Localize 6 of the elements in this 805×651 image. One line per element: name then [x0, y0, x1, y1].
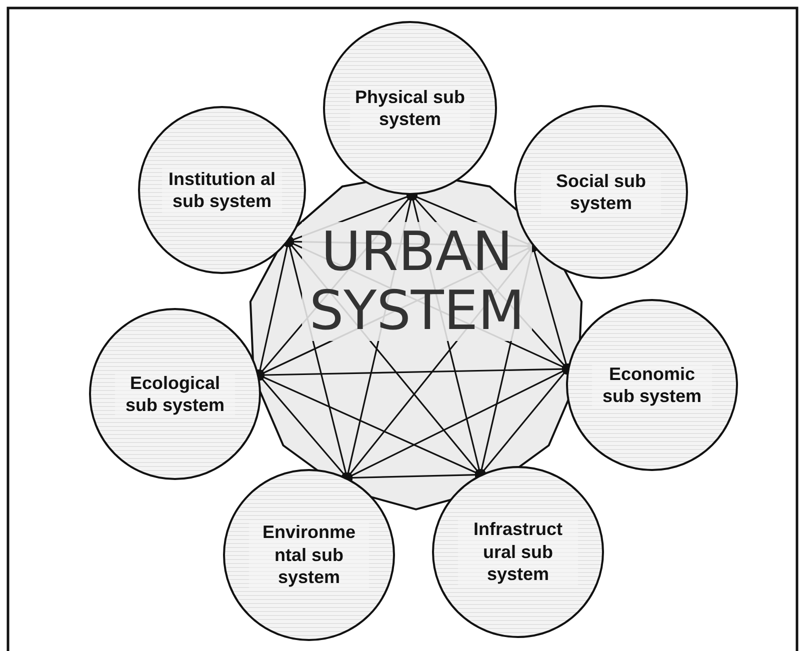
central-title: URBAN SYSTEM — [302, 222, 532, 341]
subsystem-label: Environme ntal sub system — [249, 521, 369, 589]
subsystem-label: Institution al sub system — [162, 168, 282, 212]
subsystem-label: Infrastruct ural sub system — [458, 518, 578, 586]
subsystem-label: Ecological sub system — [115, 372, 235, 416]
subsystem-label: Economic sub system — [592, 362, 712, 408]
